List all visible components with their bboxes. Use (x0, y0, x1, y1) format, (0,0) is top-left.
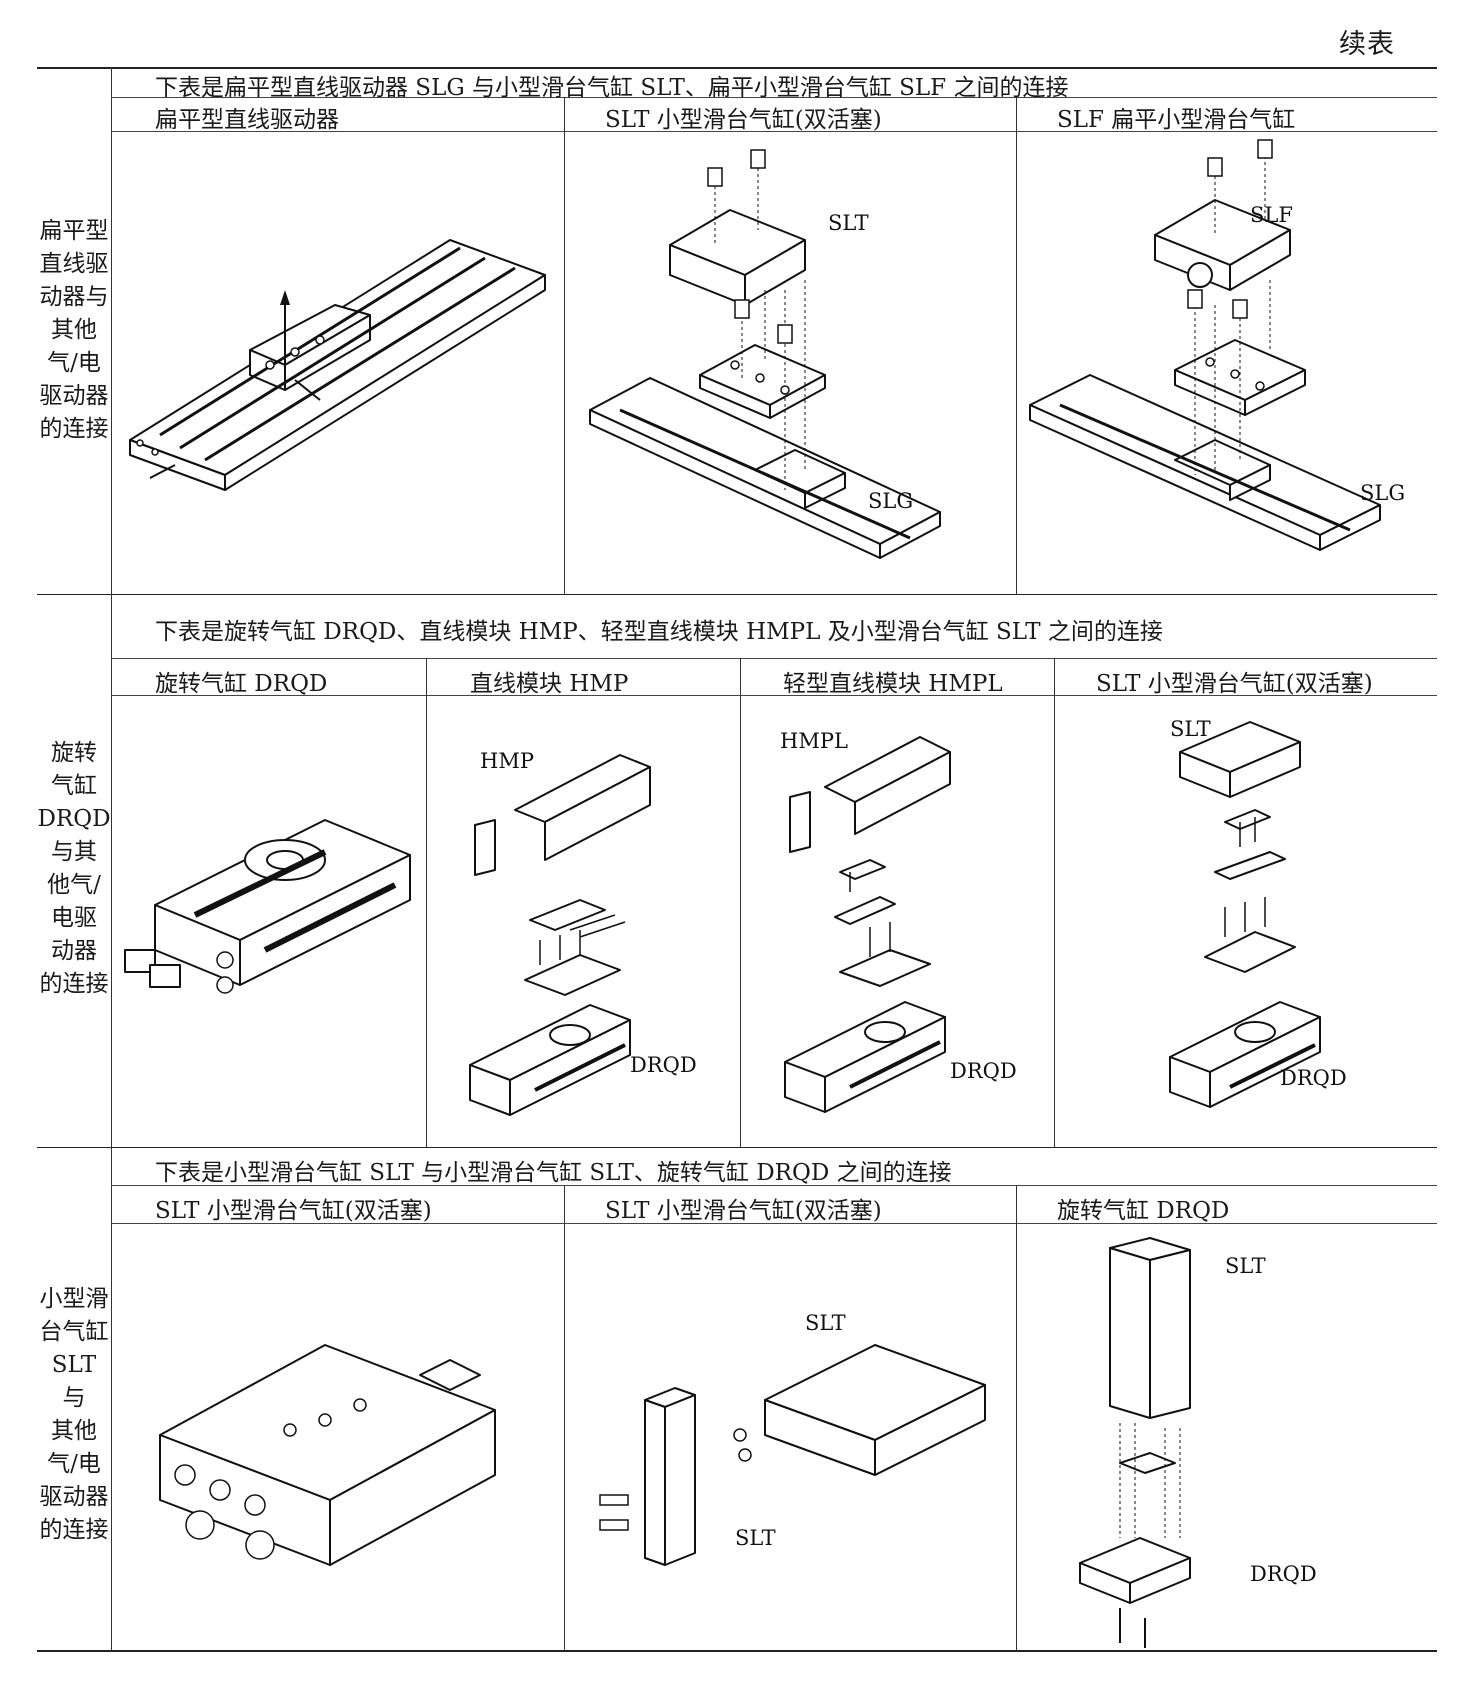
slg-slt-assembly-illustration: SLT SLG (589, 149, 941, 559)
s1-col-head-2: SLT 小型滑台气缸(双活塞) (605, 107, 882, 133)
s2-col-head-4: SLT 小型滑台气缸(双活塞) (1096, 671, 1373, 697)
table-top-rule (37, 67, 1437, 69)
hmp-drqd-illustration: HMP DRQD (469, 749, 697, 1116)
slt-callout: SLT (828, 211, 869, 235)
s2-col-head-3: 轻型直线模块 HMPL (783, 671, 1003, 697)
slf-callout: SLF (1250, 203, 1293, 227)
label-column-divider (111, 67, 112, 1650)
slg-callout-a: SLG (868, 489, 913, 513)
s2-col-divider-2 (740, 658, 741, 1147)
s1-col-divider-2 (1016, 97, 1017, 594)
s1-col-head-3: SLF 扁平小型滑台气缸 (1057, 107, 1296, 133)
drqd-illustration (124, 819, 411, 994)
slt-callout-top: SLT (805, 1311, 846, 1335)
s3-header-rule (111, 1223, 1437, 1224)
table-bottom-rule (37, 1650, 1437, 1652)
slt-callout-bottom: SLT (735, 1526, 776, 1550)
s2-col-divider-3 (1054, 658, 1055, 1147)
s2-header-rule (111, 695, 1437, 696)
hmp-callout: HMP (480, 749, 534, 773)
s3-col-divider-2 (1016, 1185, 1017, 1650)
continued-label: 续表 (1339, 29, 1395, 60)
hmpl-callout: HMPL (780, 729, 848, 753)
s3-title-rule (111, 1185, 1437, 1186)
s2-title-rule (111, 658, 1437, 659)
s1-title-rule (111, 97, 1437, 98)
section-divider-1 (37, 594, 1437, 595)
hmpl-drqd-illustration: HMPL DRQD (780, 729, 1017, 1113)
slt-drqd-vertical-illustration: SLT DRQD (1079, 1237, 1317, 1648)
s1-col-head-1: 扁平型直线驱动器 (155, 107, 339, 133)
s3-col-head-2: SLT 小型滑台气缸(双活塞) (605, 1198, 882, 1224)
slt-callout-right: SLT (1225, 1254, 1266, 1278)
s2-col-head-1: 旋转气缸 DRQD (155, 671, 328, 697)
slg-callout-b: SLG (1360, 481, 1405, 505)
s2-col-divider-1 (426, 658, 427, 1147)
slt-callout-s2: SLT (1170, 717, 1211, 741)
s1-row-label: 扁平型直线驱动器与其他气/电驱动器的连接 (39, 218, 109, 442)
slt-drqd-illustration: SLT DRQD (1169, 717, 1347, 1108)
drqd-callout-a: DRQD (630, 1053, 697, 1077)
s3-col-head-1: SLT 小型滑台气缸(双活塞) (155, 1198, 432, 1224)
s3-col-divider-1 (564, 1185, 565, 1650)
s1-col-divider-1 (564, 97, 565, 594)
slg-drive-illustration (129, 239, 546, 491)
slg-slf-assembly-illustration: SLF SLG (1029, 139, 1405, 551)
drqd-callout-b: DRQD (950, 1059, 1017, 1083)
s2-col-head-2: 直线模块 HMP (470, 671, 629, 697)
s1-header-rule (111, 131, 1437, 132)
slt-slt-assembly-illustration: SLT SLT (599, 1311, 986, 1566)
s1-title: 下表是扁平型直线驱动器 SLG 与小型滑台气缸 SLT、扁平小型滑台气缸 SLF… (155, 75, 1069, 101)
drqd-callout: DRQD (1250, 1562, 1317, 1586)
slt-single-illustration (159, 1344, 496, 1566)
section-divider-2 (37, 1147, 1437, 1148)
s2-title: 下表是旋转气缸 DRQD、直线模块 HMP、轻型直线模块 HMPL 及小型滑台气… (155, 619, 1163, 645)
s3-title: 下表是小型滑台气缸 SLT 与小型滑台气缸 SLT、旋转气缸 DRQD 之间的连… (155, 1160, 952, 1186)
drqd-callout-c: DRQD (1280, 1066, 1347, 1090)
s3-col-head-3: 旋转气缸 DRQD (1057, 1198, 1230, 1224)
